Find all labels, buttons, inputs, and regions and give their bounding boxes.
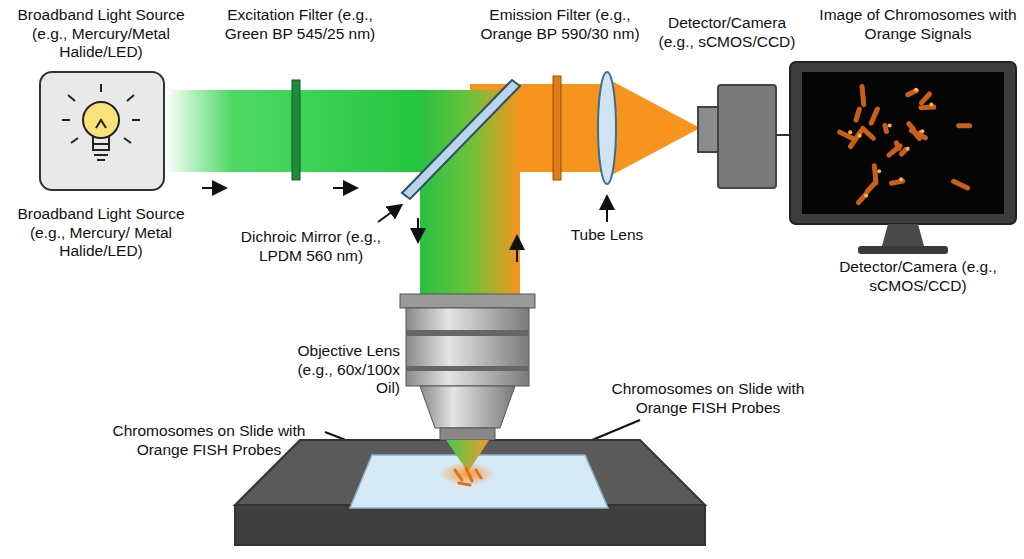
component-label: Broadband Light Source (e.g., Mercury/Me… [8,6,194,62]
component-label: Excitation Filter (e.g., Green BP 545/25… [215,6,385,43]
component-label: Objective Lens (e.g., 60x/100x Oil) [278,342,400,398]
component-label: Tube Lens [570,226,644,245]
component-label: Dichroic Mirror (e.g., LPDM 560 nm) [236,228,386,265]
component-label: Image of Chromosomes with Orange Signals [818,6,1018,43]
callout-label: Chromosomes on Slide with Orange FISH Pr… [96,422,322,459]
component-label: Detector/Camera (e.g., sCMOS/CCD) [820,258,1016,295]
component-label: Broadband Light Source (e.g., Mercury/ M… [8,205,194,261]
component-label: Detector/Camera (e.g., sCMOS/CCD) [652,14,802,51]
callout-label: Chromosomes on Slide with Orange FISH Pr… [588,380,828,417]
component-label: Emission Filter (e.g., Orange BP 590/30 … [470,6,650,43]
